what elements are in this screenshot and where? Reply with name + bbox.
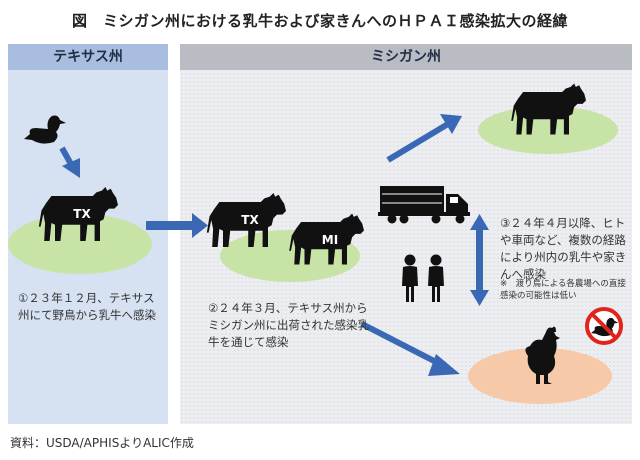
arrow-icon	[360, 321, 460, 376]
people-icon	[402, 254, 444, 302]
region-header-michigan: ミシガン州	[180, 44, 632, 70]
arrow-icon	[386, 114, 462, 163]
chicken-icon	[525, 326, 560, 384]
no-duck-icon	[585, 307, 623, 345]
source-note: 資料：USDA/APHISよりALIC作成	[10, 436, 194, 450]
cow-label-tx-shipped: TX	[241, 213, 259, 227]
arrow-icon	[59, 146, 80, 178]
arrow-icon	[146, 213, 208, 238]
truck-icon	[378, 186, 470, 224]
figure-title: 図 ミシガン州における乳牛および家きんへのＨＰＡＩ感染拡大の経緯	[71, 12, 568, 30]
note-step-3-remark: ※ 渡り鳥による各農場への直接感染の可能性は低い	[500, 279, 626, 301]
texas-farm-field	[8, 214, 152, 274]
region-header-texas: テキサス州	[8, 44, 168, 70]
arrow-icon	[470, 214, 489, 306]
cow-label-tx: TX	[73, 207, 91, 221]
duck-icon	[24, 115, 66, 144]
cow-label-mi: MI	[322, 233, 338, 247]
note-step-2: ②２４年３月、テキサス州からミシガン州に出荷された感染乳牛を通じて感染	[208, 301, 369, 349]
note-step-3: ③２４年４月以降、ヒトや車両など、複数の経路により州内の乳牛や家きんへ感染	[500, 216, 627, 281]
note-step-1: ①２３年１２月、テキサス州にて野鳥から乳牛へ感染	[18, 291, 156, 322]
